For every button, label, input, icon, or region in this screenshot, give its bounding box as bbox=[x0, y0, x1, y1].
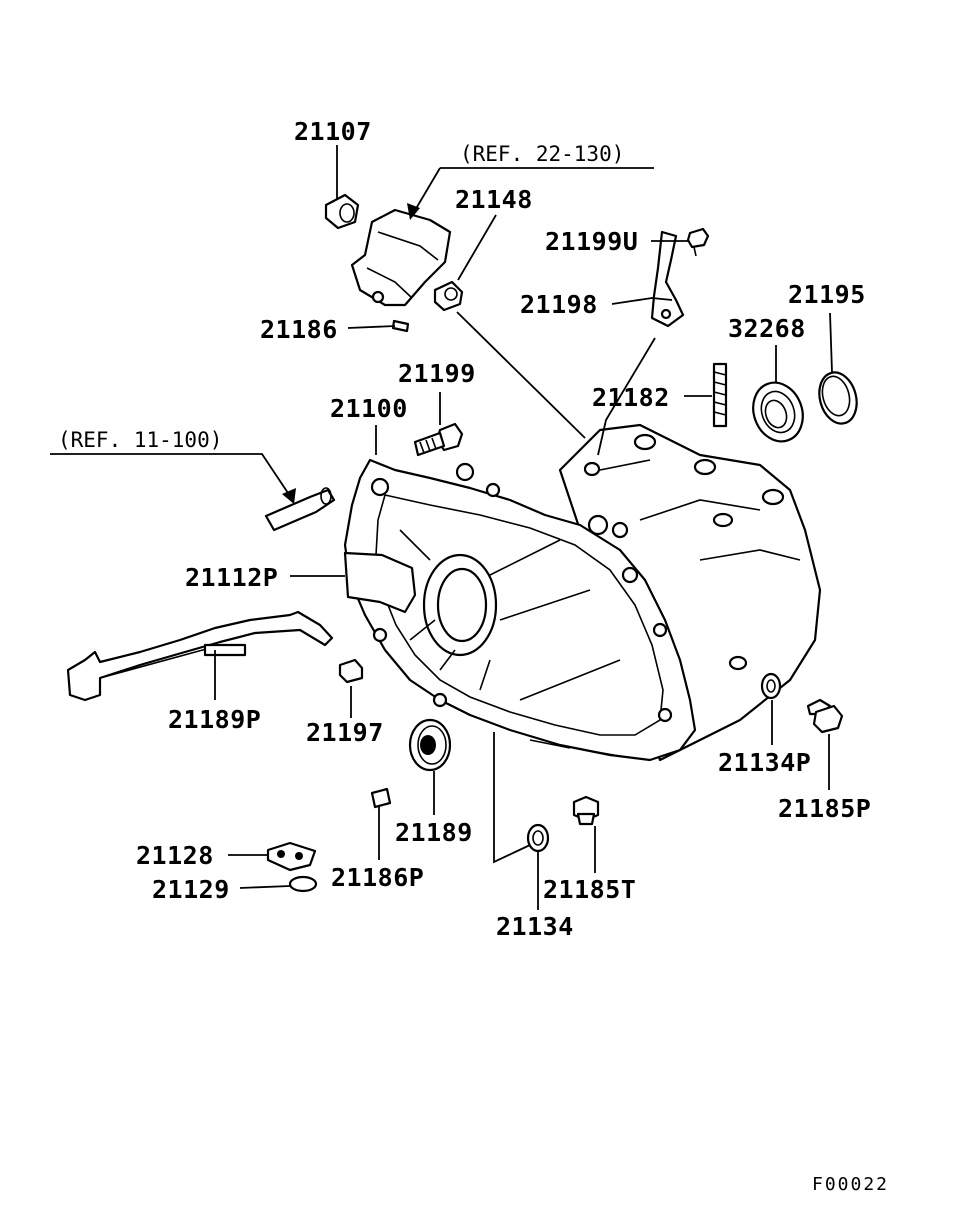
label-21197[interactable]: 21197 bbox=[306, 718, 384, 747]
part-21198-bracket-drawing[interactable] bbox=[650, 230, 685, 328]
part-21197-sleeve-drawing[interactable] bbox=[338, 658, 364, 684]
part-21189-seal-drawing[interactable] bbox=[408, 718, 452, 772]
part-21128-clip-drawing[interactable] bbox=[266, 841, 317, 872]
label-21129[interactable]: 21129 bbox=[152, 875, 230, 904]
part-21199-bolt-drawing[interactable] bbox=[413, 422, 464, 457]
label-21148[interactable]: 21148 bbox=[455, 185, 533, 214]
label-21134[interactable]: 21134 bbox=[496, 912, 574, 941]
transmission-case-drawing[interactable] bbox=[343, 423, 822, 762]
label-21195[interactable]: 21195 bbox=[788, 280, 866, 309]
label-21100[interactable]: 21100 bbox=[330, 394, 408, 423]
label-32268[interactable]: 32268 bbox=[728, 314, 806, 343]
label-21185P[interactable]: 21185P bbox=[778, 794, 871, 823]
part-21199U-bolt-drawing[interactable] bbox=[686, 227, 710, 257]
part-21186P-pin-drawing[interactable] bbox=[370, 787, 392, 809]
label-21182[interactable]: 21182 bbox=[592, 383, 670, 412]
ref-22-130-label[interactable]: (REF. 22-130) bbox=[460, 142, 624, 166]
label-21107[interactable]: 21107 bbox=[294, 117, 372, 146]
label-21199[interactable]: 21199 bbox=[398, 359, 476, 388]
part-21186-pin-drawing[interactable] bbox=[391, 319, 410, 333]
ref-22-130-housing-drawing[interactable] bbox=[350, 208, 452, 307]
label-21198[interactable]: 21198 bbox=[520, 290, 598, 319]
label-21186[interactable]: 21186 bbox=[260, 315, 338, 344]
label-21186P[interactable]: 21186P bbox=[331, 863, 424, 892]
label-21128[interactable]: 21128 bbox=[136, 841, 214, 870]
part-21107-cap-drawing[interactable] bbox=[324, 193, 360, 230]
part-21134P-washer-drawing[interactable] bbox=[760, 672, 782, 700]
part-labels: (REF. 22-130) (REF. 11-100) 21107 21148 … bbox=[58, 117, 889, 1195]
ref-11-100-label[interactable]: (REF. 11-100) bbox=[58, 428, 222, 452]
part-21112P-plate-drawing[interactable] bbox=[343, 551, 417, 614]
part-21148-bushing-drawing[interactable] bbox=[433, 280, 464, 312]
ref-11-100-shaft-drawing[interactable] bbox=[264, 487, 336, 532]
label-21185T[interactable]: 21185T bbox=[543, 875, 636, 904]
part-21134-washer-drawing[interactable] bbox=[526, 823, 550, 853]
part-21129-cap-drawing[interactable] bbox=[288, 875, 318, 893]
part-21195-ring-drawing[interactable] bbox=[814, 368, 862, 428]
part-21189P-guide-drawing[interactable] bbox=[66, 610, 334, 702]
label-21189P[interactable]: 21189P bbox=[168, 705, 261, 734]
label-21189[interactable]: 21189 bbox=[395, 818, 473, 847]
part-21185P-plug-drawing[interactable] bbox=[806, 698, 844, 734]
part-21185T-plug-drawing[interactable] bbox=[572, 795, 600, 826]
part-32268-oil-seal-drawing[interactable] bbox=[745, 376, 811, 449]
label-21199U[interactable]: 21199U bbox=[545, 227, 638, 256]
leader-lines bbox=[50, 145, 833, 910]
label-21134P[interactable]: 21134P bbox=[718, 748, 811, 777]
part-21182-stud-drawing[interactable] bbox=[712, 362, 728, 428]
diagram-code: F00022 bbox=[812, 1174, 889, 1195]
label-21112P[interactable]: 21112P bbox=[185, 563, 278, 592]
